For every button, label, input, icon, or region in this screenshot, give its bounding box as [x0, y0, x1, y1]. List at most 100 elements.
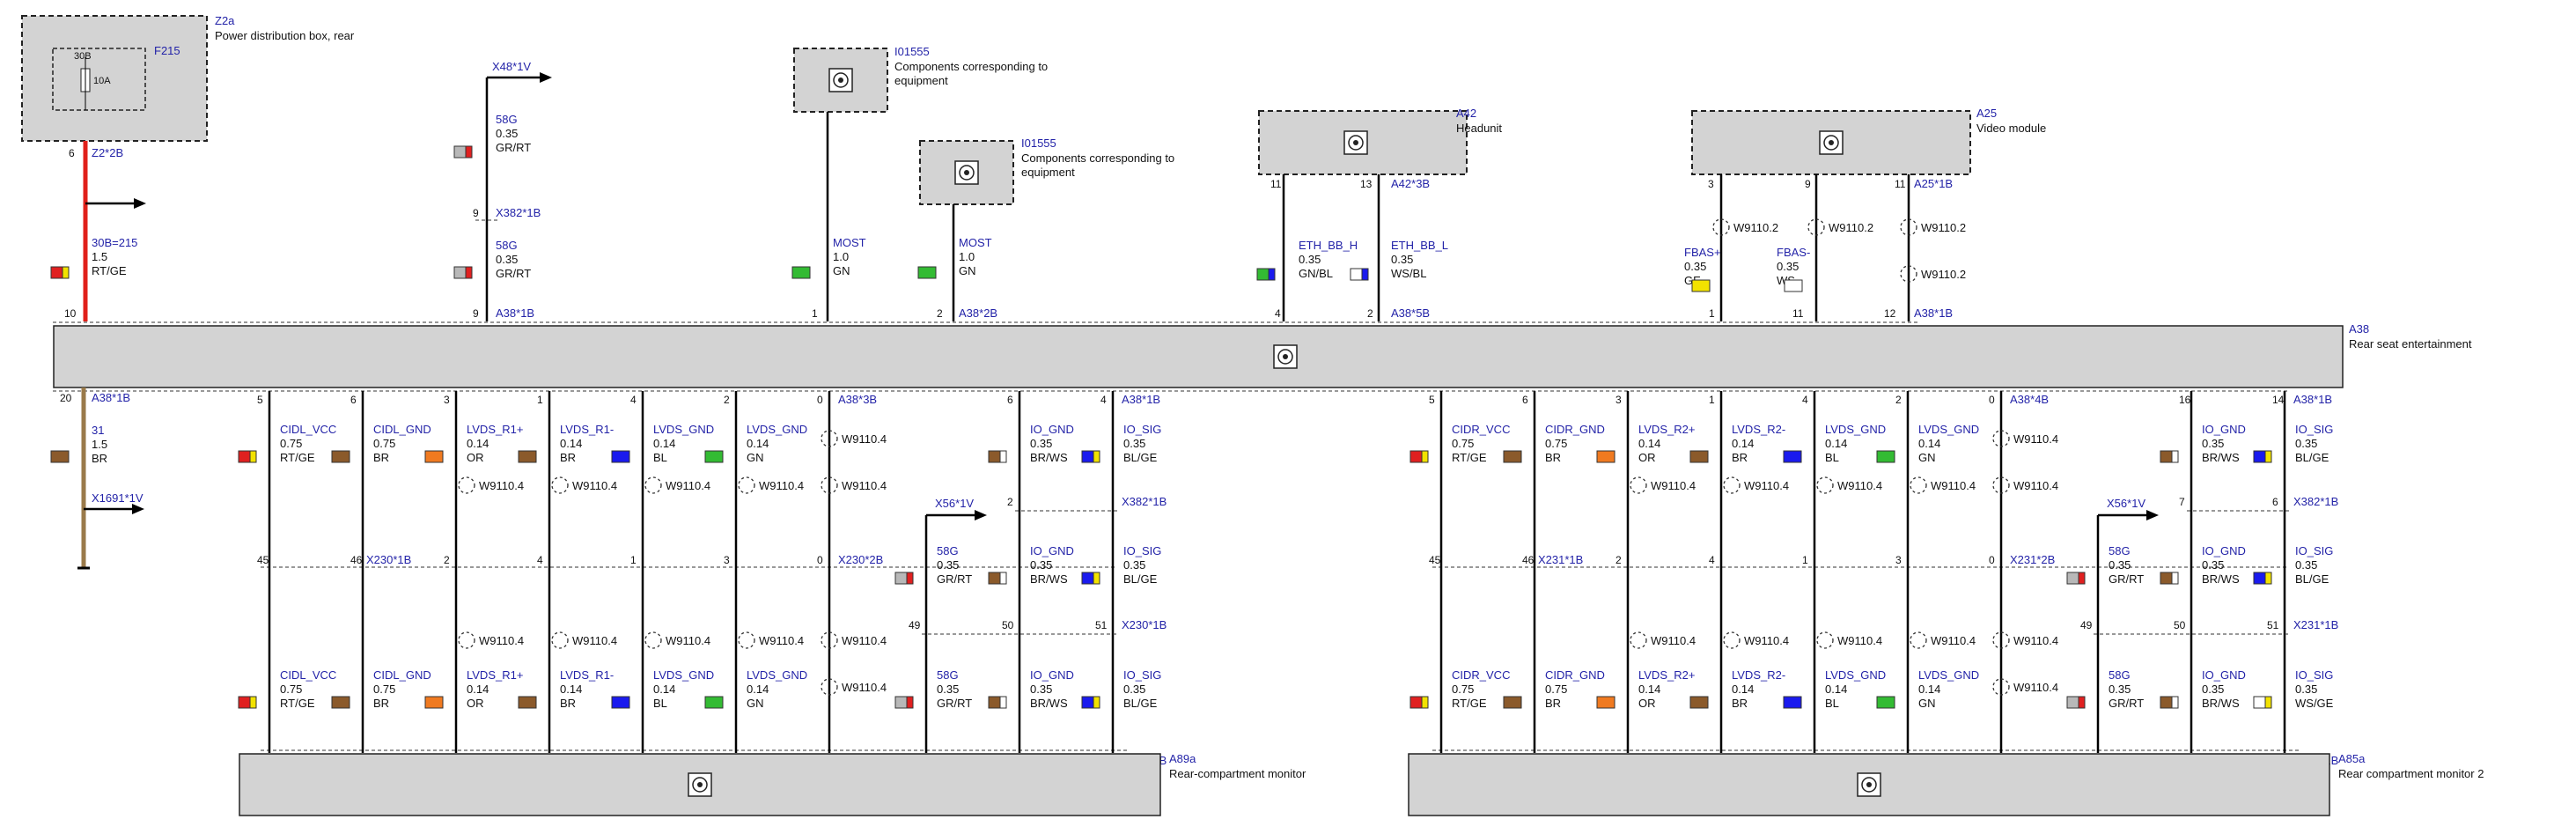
io-wire-gauge: 0.35	[1123, 437, 1145, 450]
shield-bottom	[1816, 631, 1834, 649]
a38-icon	[1277, 349, 1293, 365]
wire-name: LVDS_GND	[1918, 423, 1979, 436]
bottom-wire-gauge: 0.14	[1732, 683, 1754, 696]
io-wire-gauge: 0.35	[2109, 683, 2131, 696]
bottom-wire-swatch	[704, 696, 724, 709]
top-pin: 1	[1709, 394, 1715, 406]
fuse-terminal: 30B	[74, 51, 92, 62]
i01555-a-desc2: equipment	[894, 74, 948, 87]
a42-pin-a: 11	[1270, 178, 1282, 190]
top-pin: 2	[1895, 394, 1902, 406]
io-wire-gauge: 0.35	[2295, 558, 2317, 572]
i01555-b-id: I01555	[1021, 137, 1056, 150]
bottom-wire-swatch	[518, 696, 537, 709]
fbas-m-swatch	[1784, 279, 1803, 292]
wire-name: LVDS_R2+	[1638, 423, 1695, 436]
a25-desc: Video module	[1976, 122, 2046, 135]
group-top-conn: A38*4B	[2010, 393, 2049, 406]
mid-pin: 2	[444, 554, 450, 566]
a38-1b-conn: A38*1B	[496, 306, 534, 320]
bottom-wire-color: BR	[1732, 697, 1748, 710]
bottom-wire-swatch	[1689, 696, 1709, 709]
bottom-wire-gauge: 0.14	[1638, 683, 1660, 696]
wire-swatch	[518, 450, 537, 463]
io-wire-swatch-tracer	[1093, 450, 1100, 463]
io-wire-swatch-tracer	[1093, 572, 1100, 585]
i01555-b-desc2: equipment	[1021, 166, 1075, 179]
io-wire-swatch-tracer	[2078, 572, 2086, 585]
shield-bottom	[551, 631, 569, 649]
bottom-wire-gauge: 0.14	[1918, 683, 1940, 696]
i01555-b-desc1: Components corresponding to	[1021, 151, 1174, 165]
io-wire-name: IO_SIG	[2295, 668, 2333, 682]
shield-top-pin: 0	[817, 394, 823, 406]
bottom-wire-color: BR	[560, 697, 576, 710]
x48-color2: GR/RT	[496, 267, 531, 280]
wire-color: GN	[747, 451, 764, 464]
z2a-desc: Power distribution box, rear	[215, 29, 355, 42]
mid-pin: 2	[1616, 554, 1622, 566]
eth-h-label-name: ETH_BB_H	[1299, 239, 1358, 252]
x48-arrow-arrowhead	[540, 72, 552, 83]
io-wire-swatch-tracer	[906, 572, 914, 585]
wire-color: GN	[1918, 451, 1936, 464]
shield-top	[1630, 476, 1647, 494]
io-wire-name: IO_SIG	[2295, 423, 2333, 436]
x48-bot-pin: 9	[473, 307, 479, 320]
mid-pin: 1	[1802, 554, 1808, 566]
eth-h-pin: 4	[1275, 307, 1281, 320]
shield-top	[1910, 476, 1927, 494]
mid-pin: 3	[724, 554, 730, 566]
shield-c	[821, 631, 838, 649]
eth-h-label-gauge: 0.35	[1299, 253, 1321, 266]
wire-swatch	[1596, 450, 1616, 463]
bottom-wire-color: OR	[1638, 697, 1656, 710]
io-wire-swatch-tracer	[2171, 696, 2179, 709]
wire-gauge: 0.75	[280, 437, 302, 450]
wire-swatch	[704, 450, 724, 463]
a38-desc: Rear seat entertainment	[2349, 337, 2472, 351]
shield-a	[1992, 430, 2010, 447]
io-wire-name: 58G	[937, 544, 959, 557]
shield-label: W9110.4	[1744, 479, 1789, 492]
mid-pin: 1	[630, 554, 637, 566]
bottom-wire-swatch	[1876, 696, 1895, 709]
io-wire-gauge: 0.35	[2202, 683, 2224, 696]
bottom-wire-gauge: 0.14	[560, 683, 582, 696]
wire-name: LVDS_R1+	[467, 423, 523, 436]
wire-name: LVDS_GND	[1825, 423, 1886, 436]
group-mid-conn-right: X231*2B	[2010, 553, 2055, 566]
x48-mid-pin: 9	[473, 207, 479, 219]
x48-swatch-tracer	[465, 145, 473, 159]
io-wire-swatch-tracer	[2264, 696, 2272, 709]
wire-color: BR	[560, 451, 576, 464]
wire-name: CIDL_GND	[373, 423, 431, 436]
eth-h-swatch-tracer	[1268, 268, 1276, 281]
io-mid2-conn: X231*1B	[2293, 618, 2338, 631]
x56-conn: X56*1V	[935, 497, 974, 510]
pin-51: 51	[1095, 619, 1108, 631]
mid-pin: 3	[1895, 554, 1902, 566]
wire-swatch-tracer	[1421, 450, 1429, 463]
eth-l-label-name: ETH_BB_L	[1391, 239, 1448, 252]
bottom-wire-swatch	[424, 696, 444, 709]
pin-49: 49	[909, 619, 921, 631]
shield-label: W9110.4	[1744, 634, 1789, 647]
fbas-m-shield	[1807, 218, 1825, 236]
mid-pin: 46	[1522, 554, 1535, 566]
eth-l-label-color: WS/BL	[1391, 267, 1426, 280]
group-mid-conn-left: X231*1B	[1538, 553, 1583, 566]
io-wire-name: IO_SIG	[1123, 668, 1161, 682]
wire-color: RT/GE	[280, 451, 315, 464]
power-pin: 10	[64, 307, 77, 320]
wire-gauge: 0.14	[467, 437, 489, 450]
most1-swatch	[791, 266, 811, 279]
io-sig-pin: 14	[2272, 394, 2285, 406]
fbas-s-pin: 12	[1884, 307, 1896, 320]
eth-l-pin: 2	[1367, 307, 1373, 320]
wire-name: CIDL_VCC	[280, 423, 336, 436]
fbas-p-label-gauge: 0.35	[1684, 260, 1706, 273]
shield-bottom	[1910, 631, 1927, 649]
bottom-wire-swatch	[611, 696, 630, 709]
wire-gauge: 0.14	[560, 437, 582, 450]
